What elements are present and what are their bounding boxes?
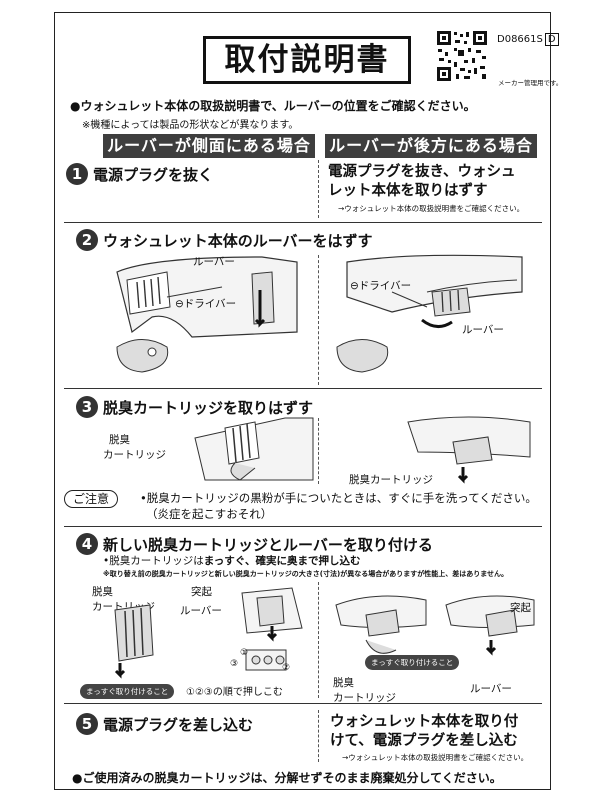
step-4-right-tab-label: 突起 [510, 602, 531, 614]
section-divider [64, 526, 542, 527]
step-4-right-straight-badge: まっすぐ取り付けること [365, 655, 460, 670]
step-2-left-illustration-icon [116, 256, 298, 373]
column-divider [318, 418, 319, 484]
left-column-header: ルーバーが側面にある場合 [103, 134, 315, 158]
column-divider [318, 710, 319, 762]
section-divider [64, 703, 542, 704]
right-column-header: ルーバーが後方にある場合 [325, 134, 537, 158]
step-4-number: 4 [76, 533, 98, 555]
step-2-title: ウォシュレット本体のルーバーをはずす [103, 232, 373, 250]
step-3-right-label: 脱臭カートリッジ [349, 474, 433, 486]
step-5-number: 5 [76, 713, 98, 735]
step-4-circle-3: ③ [230, 659, 239, 669]
step-3-title: 脱臭カートリッジを取りはずす [103, 399, 314, 417]
step-4-right-illustration-icon [335, 595, 535, 656]
step-4-order-text: ①②③の順で押しこむ [186, 687, 283, 698]
column-divider [318, 255, 319, 385]
page-frame [54, 12, 551, 790]
step-4-right-cartridge-label: 脱臭カートリッジ [333, 677, 396, 704]
column-divider [318, 160, 319, 218]
step-2-left-louver-label: ルーバー [193, 256, 235, 268]
step-3-left-label: 脱臭カートリッジ [103, 434, 166, 461]
step-3-left-illustration-icon [194, 417, 314, 481]
step-3-number: 3 [76, 396, 98, 418]
step-5-right-text: ウォシュレット本体を取り付けて、電源プラグを差し込む [330, 714, 519, 749]
step-4-left-cartridge-illustration-icon [114, 604, 154, 679]
qr-code-icon [436, 30, 488, 82]
step-4-circle-1: ① [240, 648, 249, 658]
section-divider [64, 222, 542, 223]
step-4-subtitle: •脱臭カートリッジはまっすぐ、確実に奥まで押し込む [103, 555, 361, 567]
step-5-right-note: →ウォシュレット本体の取扱説明書をご確認ください。 [342, 753, 529, 762]
step-1-title: 電源プラグを抜く [93, 166, 214, 184]
step-4-left-louver-label: ルーバー [180, 605, 222, 617]
revision-box: D [544, 33, 559, 46]
step-2-number: 2 [76, 229, 98, 251]
caution-text: •脱臭カートリッジの黒粉が手についたときは、すぐに手を洗ってください。（炎症を起… [140, 491, 537, 521]
step-2-right-illustration-icon [336, 254, 523, 373]
step-4-left-louver-illustration-icon [241, 587, 303, 642]
step-2-left-driver-label: ⊖ドライバー [175, 298, 237, 310]
step-1-number: 1 [66, 163, 88, 185]
caution-tag: ご注意 [64, 490, 119, 508]
final-note: ●ご使用済みの脱臭カートリッジは、分解せずそのまま廃棄処分してください。 [72, 771, 502, 785]
section-divider [64, 388, 542, 389]
step-1-right-note: →ウォシュレット本体の取扱説明書をご確認ください。 [338, 204, 525, 213]
step-4-title: 新しい脱臭カートリッジとルーバーを取り付ける [103, 536, 433, 554]
step-4-straight-badge: まっすぐ取り付けること [80, 684, 175, 699]
step-4-right-louver-label: ルーバー [470, 683, 512, 695]
step-4-press-order-illustration-icon [245, 649, 287, 671]
step-4-circle-2: ② [282, 663, 291, 673]
step-3-right-illustration-icon [407, 416, 531, 484]
intro-note: ※機種によっては製品の形状などが異なります。 [82, 120, 299, 131]
intro-text: ●ウォシュレット本体の取扱説明書で、ルーバーの位置をご確認ください。 [70, 99, 476, 113]
step-4-note: ※取り替え前の脱臭カートリッジと新しい脱臭カートリッジの大きさ(寸法)が異なる場… [103, 570, 508, 578]
page-title: 取付説明書 [203, 36, 411, 84]
step-1-right-text: 電源プラグを抜き、ウォシュレット本体を取りはずす [328, 164, 516, 199]
maker-note: メーカー管理用です。 [498, 79, 563, 87]
step-5-title: 電源プラグを差し込む [103, 716, 254, 734]
step-2-right-driver-label: ⊖ドライバー [350, 280, 412, 292]
column-divider [318, 582, 319, 698]
step-2-right-louver-label: ルーバー [462, 324, 504, 336]
step-4-left-tab-label: 突起 [191, 586, 212, 598]
